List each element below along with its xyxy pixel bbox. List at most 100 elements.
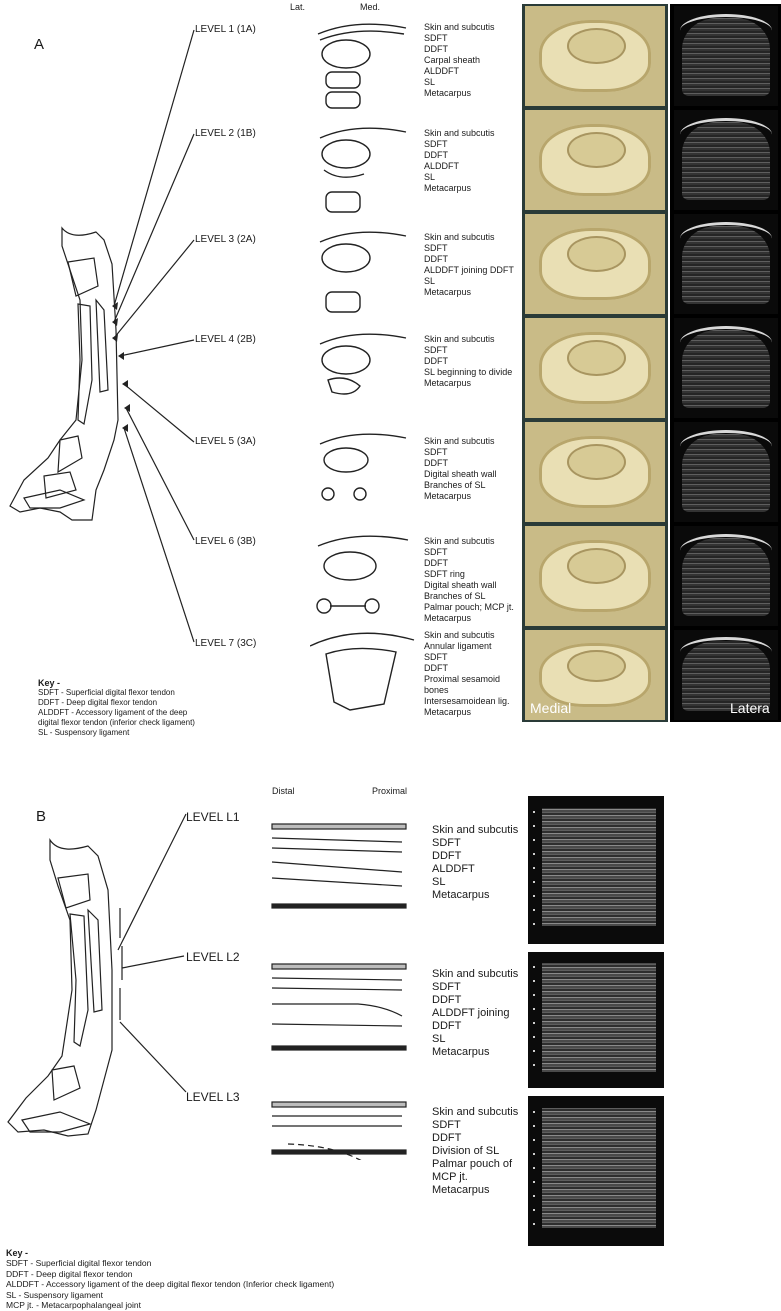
panel-b-key: Key - SDFT - Superficial digital flexor …: [6, 1248, 334, 1311]
structure-label: ALDDFT: [424, 66, 495, 77]
structure-label: Skin and subcutis: [432, 824, 518, 837]
ultrasound-column: Latera: [670, 4, 781, 722]
anatomical-photo-column: Medial: [522, 4, 668, 722]
ultrasound-image: [674, 526, 778, 626]
structure-label: Branches of SL: [424, 591, 514, 602]
structure-label: Intersesamoidean lig.: [424, 696, 510, 707]
level-6-structures: Skin and subcutis SDFT DDFT SDFT ring Di…: [424, 536, 514, 624]
level-5-structures: Skin and subcutis SDFT DDFT Digital shea…: [424, 436, 497, 502]
structure-label: Metacarpus: [424, 378, 512, 389]
structure-label: Skin and subcutis: [424, 536, 514, 547]
panel-a-cross-section-sketches: [310, 14, 420, 714]
key-title: Key -: [38, 678, 195, 688]
structure-label: DDFT: [424, 663, 510, 674]
structure-label: DDFT: [424, 356, 512, 367]
structure-label: SL: [424, 77, 495, 88]
structure-label: Skin and subcutis: [424, 436, 497, 447]
structure-label: ALDDFT: [432, 863, 518, 876]
structure-label: Metacarpus: [424, 491, 497, 502]
structure-label: Skin and subcutis: [424, 334, 512, 345]
ultrasound-image-l3: [528, 1096, 664, 1246]
structure-label: Skin and subcutis: [424, 22, 495, 33]
key-line: ALDDFT - Accessory ligament of the deep …: [6, 1279, 334, 1290]
medial-overlay-label: Medial: [530, 700, 571, 716]
structure-label: SDFT: [424, 547, 514, 558]
structure-label: SDFT: [432, 981, 518, 994]
ultrasound-image: [674, 6, 778, 106]
structure-label: Skin and subcutis: [424, 630, 510, 641]
ultrasound-image: [674, 214, 778, 314]
level-3-structures: Skin and subcutis SDFT DDFT ALDDFT joini…: [424, 232, 514, 298]
structure-label: Metacarpus: [432, 1184, 518, 1197]
structure-label: DDFT: [432, 994, 518, 1007]
section-photo: [525, 318, 665, 418]
structure-label: Digital sheath wall: [424, 580, 514, 591]
key-line: SL - Suspensory ligament: [38, 728, 195, 738]
level-7-structures: Skin and subcutis Annular ligament SDFT …: [424, 630, 510, 718]
structure-label: SDFT: [432, 1119, 518, 1132]
structure-label: Skin and subcutis: [424, 128, 495, 139]
structure-label: DDFT: [432, 1132, 518, 1145]
key-line: SL - Suspensory ligament: [6, 1290, 334, 1301]
structure-label: Skin and subcutis: [424, 232, 514, 243]
key-line: SDFT - Superficial digital flexor tendon: [6, 1258, 334, 1269]
structure-label: SDFT: [424, 447, 497, 458]
structure-label: DDFT: [424, 558, 514, 569]
panel-a-key: Key - SDFT - Superficial digital flexor …: [38, 678, 195, 738]
structure-label: Metacarpus: [432, 889, 518, 902]
structure-label: Proximal sesamoid: [424, 674, 510, 685]
section-photo: [525, 110, 665, 210]
key-title: Key -: [6, 1248, 334, 1258]
structure-label: SDFT: [424, 139, 495, 150]
key-line: DDFT - Deep digital flexor tendon: [6, 1269, 334, 1280]
structure-label: ALDDFT: [424, 161, 495, 172]
key-line: DDFT - Deep digital flexor tendon: [38, 698, 195, 708]
ultrasound-image-l2: [528, 952, 664, 1088]
section-photo: [525, 422, 665, 522]
structure-label: SDFT: [424, 33, 495, 44]
key-line: MCP jt. - Metacarpophalangeal joint: [6, 1300, 334, 1311]
structure-label: Digital sheath wall: [424, 469, 497, 480]
section-photo: [525, 6, 665, 106]
panel-b-longitudinal-sketches: [268, 820, 438, 1160]
ultrasound-image: [674, 422, 778, 522]
structure-label: Annular ligament: [424, 641, 510, 652]
structure-label: SDFT: [424, 345, 512, 356]
structure-label: Metacarpus: [424, 613, 514, 624]
structure-label: Metacarpus: [424, 183, 495, 194]
structure-label: SDFT: [424, 652, 510, 663]
structure-label: Skin and subcutis: [432, 1106, 518, 1119]
structure-label: DDFT: [432, 1020, 518, 1033]
ultrasound-image: [674, 110, 778, 210]
key-line: SDFT - Superficial digital flexor tendon: [38, 688, 195, 698]
structure-label: Carpal sheath: [424, 55, 495, 66]
structure-label: Division of SL: [432, 1145, 518, 1158]
structure-label: SDFT: [424, 243, 514, 254]
level-l1-structures: Skin and subcutis SDFT DDFT ALDDFT SL Me…: [432, 824, 518, 902]
structure-label: SL: [424, 276, 514, 287]
structure-label: Branches of SL: [424, 480, 497, 491]
structure-label: SL: [424, 172, 495, 183]
level-l2-structures: Skin and subcutis SDFT DDFT ALDDFT joini…: [432, 968, 518, 1059]
structure-label: ALDDFT joining DDFT: [424, 265, 514, 276]
structure-label: Metacarpus: [432, 1046, 518, 1059]
structure-label: SDFT: [432, 837, 518, 850]
structure-label: DDFT: [424, 254, 514, 265]
structure-label: Metacarpus: [424, 707, 510, 718]
structure-label: bones: [424, 685, 510, 696]
section-photo: [525, 526, 665, 626]
structure-label: DDFT: [424, 44, 495, 55]
structure-label: Metacarpus: [424, 287, 514, 298]
key-line: digital flexor tendon (inferior check li…: [38, 718, 195, 728]
structure-label: SDFT ring: [424, 569, 514, 580]
structure-label: Metacarpus: [424, 88, 495, 99]
structure-label: MCP jt.: [432, 1171, 518, 1184]
structure-label: DDFT: [424, 458, 497, 469]
level-1-structures: Skin and subcutis SDFT DDFT Carpal sheat…: [424, 22, 495, 99]
structure-label: Palmar pouch; MCP jt.: [424, 602, 514, 613]
structure-label: Skin and subcutis: [432, 968, 518, 981]
structure-label: DDFT: [424, 150, 495, 161]
structure-label: SL beginning to divide: [424, 367, 512, 378]
ultrasound-image-l1: [528, 796, 664, 944]
structure-label: DDFT: [432, 850, 518, 863]
